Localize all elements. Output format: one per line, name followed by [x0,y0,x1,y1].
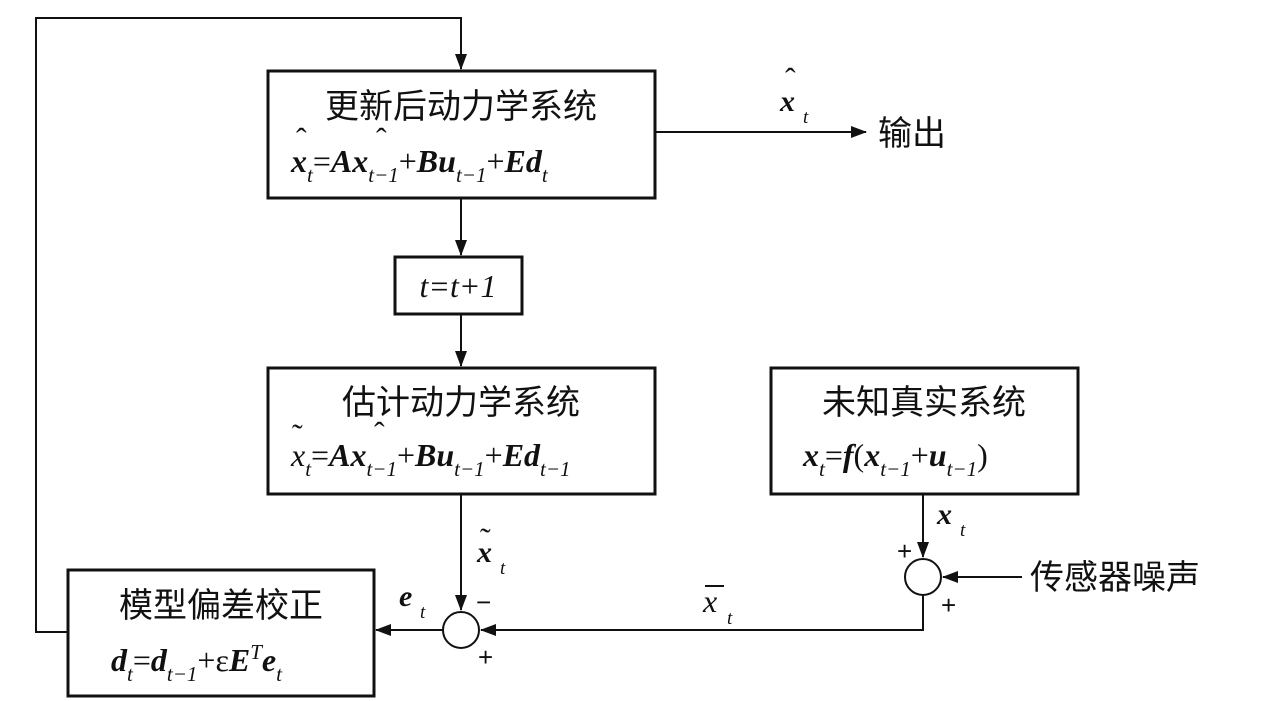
block-time-step: t=t+1 [393,255,524,316]
svg-text:t: t [500,558,506,579]
sign-plus-error-bottom: + [478,642,493,672]
block-updated-frame [266,69,657,200]
block-estimated-equation: xt=Axt−1+But−1+Edt−1 [290,437,571,481]
output-label: 输出 [878,114,946,154]
svg-text:e: e [399,580,412,613]
block-updated-equation: xt=Axt−1+But−1+Edt [290,143,549,187]
svg-text:x: x [779,85,795,118]
svg-text:t: t [803,107,809,128]
block-estimated-dynamics: 估计动力学系统 xt=Axt−1+But−1+Edt−1 ˜ ˆ [266,366,657,496]
hat-mark: ˆ [374,415,385,451]
block-updated-dynamics: 更新后动力学系统 xt=Axt−1+But−1+Edt ˆ ˆ [266,69,657,200]
sensor-noise-label: 传感器噪声 [1030,558,1200,598]
block-unknown-title: 未知真实系统 [822,383,1026,423]
arrow-measurement-to-sum [480,595,924,636]
block-updated-title: 更新后动力学系统 [325,87,597,127]
svg-text:ˆ: ˆ [785,61,796,97]
sum-junction-error [442,611,480,649]
block-correction-equation: dt=dt−1+εETet [111,640,283,686]
svg-text:x: x [936,498,952,531]
block-time-step-frame [393,255,524,316]
svg-text:˜: ˜ [480,521,491,557]
block-estimated-title: 估计动力学系统 [342,383,580,423]
block-unknown-frame [769,366,1080,496]
block-model-correction: 模型偏差校正 dt=dt−1+εETet [66,568,376,698]
arrow-feedback-loop [35,17,467,633]
svg-text:x: x [476,536,492,569]
block-correction-frame [66,568,376,698]
block-unknown-system: 未知真实系统 xt=f(xt−1+ut−1) [769,366,1080,496]
svg-text:t: t [727,608,733,629]
block-correction-title: 模型偏差校正 [119,586,323,626]
svg-text:t: t [960,520,966,541]
block-time-step-equation: t=t+1 [420,268,497,304]
hat-mark: ˆ [376,121,387,157]
tilde-mark: ˜ [292,417,303,453]
sign-plus-sensor-bottom: + [941,590,956,620]
svg-text:t: t [420,602,426,623]
sign-minus-error-top: − [476,587,491,617]
block-estimated-frame [266,366,657,496]
sign-plus-sensor-top: + [897,536,912,566]
hat-mark: ˆ [296,121,307,157]
block-unknown-equation: xt=f(xt−1+ut−1) [802,437,988,481]
svg-text:x: x [702,583,717,619]
